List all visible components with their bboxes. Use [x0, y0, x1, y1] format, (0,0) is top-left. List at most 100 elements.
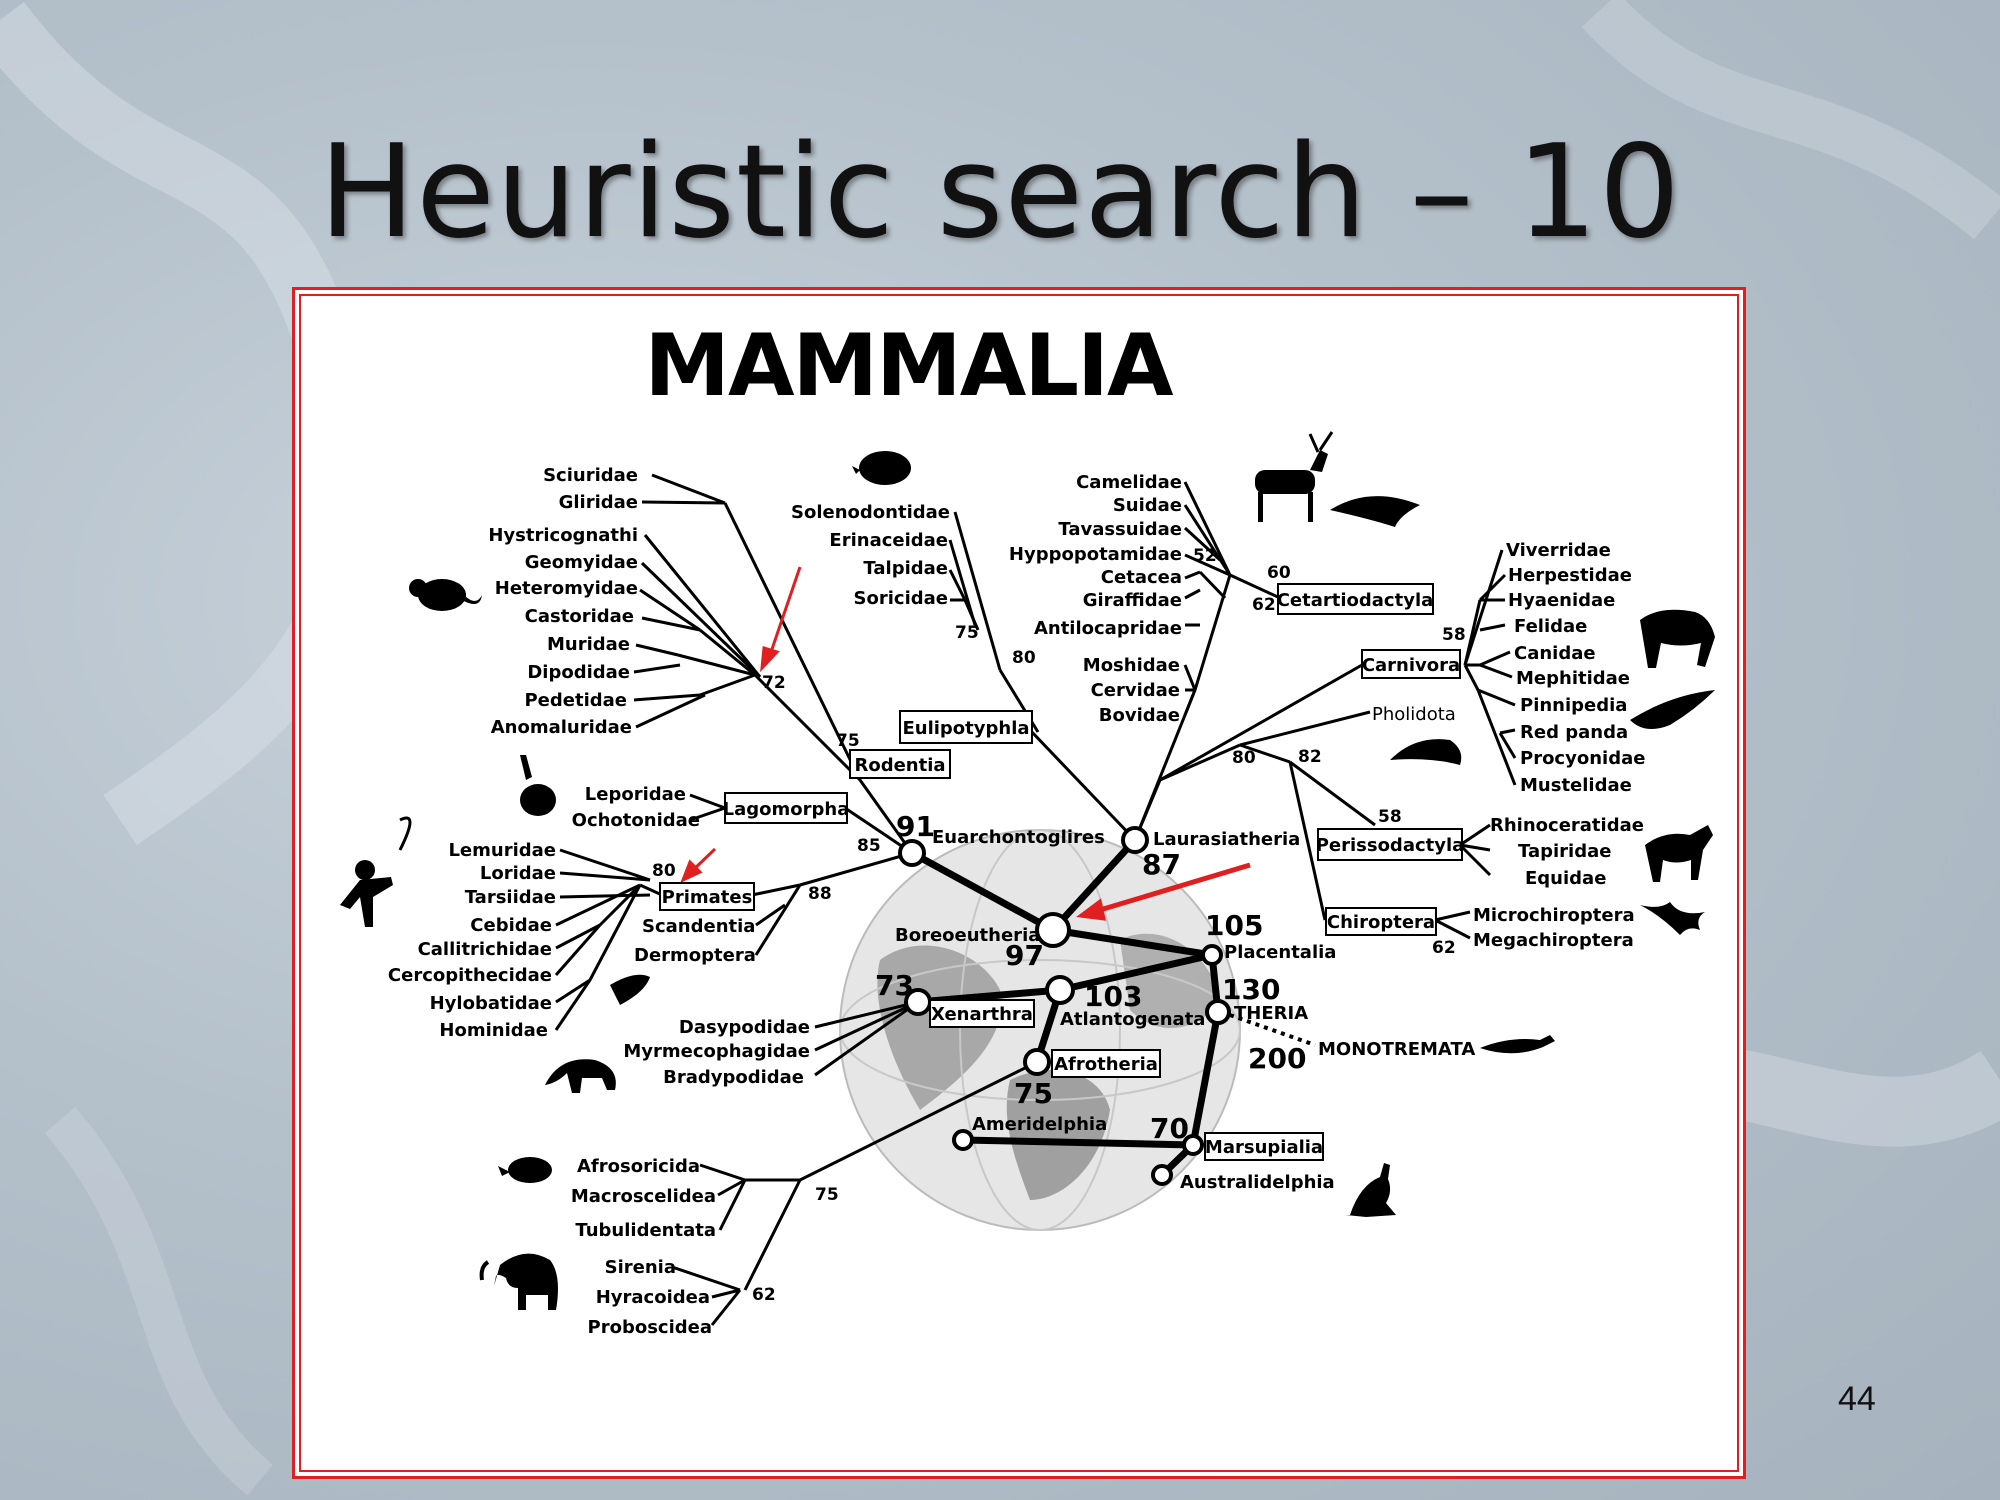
figure-title: MAMMALIA — [644, 316, 1174, 416]
globe — [839, 829, 1241, 1231]
afrotheria-taxa: Afrosoricida Macroscelidea Tubulidentata… — [571, 1156, 716, 1338]
clade-chiroptera: Chiroptera — [1327, 912, 1435, 933]
primates-taxa: Lemuridae Loridae Tarsiidae Cebidae Call… — [388, 840, 556, 1041]
clade-perissodactyla: Perissodactyla — [1316, 835, 1465, 856]
taxon-label: Muridae — [547, 634, 630, 655]
support-value: 62 — [1252, 595, 1276, 615]
rabbit-silhouette — [520, 755, 556, 816]
taxon-label: Herpestidae — [1508, 565, 1632, 586]
squirrel-silhouette — [409, 579, 482, 611]
cat-silhouette — [1640, 609, 1715, 668]
seal-silhouette — [1630, 690, 1715, 729]
tree-nodes — [898, 826, 1231, 1186]
platypus-silhouette — [1480, 1035, 1555, 1054]
support-value: 82 — [1298, 747, 1322, 767]
taxon-label: Pinnipedia — [1520, 695, 1627, 716]
eulipotyphla-taxa: Solenodontidae Erinaceidae Talpidae Sori… — [791, 502, 950, 609]
taxon-label: Giraffidae — [1083, 590, 1182, 611]
taxon-label: Rhinoceratidae — [1490, 815, 1644, 836]
node-monotremata: MONOTREMATA — [1318, 1039, 1475, 1060]
taxon-label: Dermoptera — [634, 945, 756, 966]
node-age: 75 — [1014, 1077, 1053, 1110]
taxon-label: Microchiroptera — [1473, 905, 1635, 926]
support-value: 75 — [836, 731, 860, 751]
clade-primates: Primates — [662, 887, 753, 908]
taxon-label: Bradypodidae — [663, 1067, 804, 1088]
node-age: 97 — [1005, 939, 1044, 972]
perissodactyla-taxa: Rhinoceratidae Tapiridae Equidae — [1490, 815, 1644, 889]
taxon-label: Loridae — [480, 863, 556, 884]
lagomorpha-taxa: Leporidae Ochotonidae — [572, 784, 700, 831]
colugo-silhouette — [610, 974, 650, 1005]
clade-box — [1051, 1049, 1161, 1078]
node-atlantogenata: Atlantogenata — [1060, 1009, 1205, 1030]
taxon-label: Pedetidae — [524, 690, 627, 711]
taxon-label: Mephitidae — [1516, 668, 1630, 689]
red-arrows — [680, 566, 1251, 921]
taxon-label: Viverridae — [1506, 540, 1611, 561]
pangolin-silhouette — [1390, 739, 1462, 765]
support-value: 75 — [815, 1185, 839, 1205]
taxon-label: Cetacea — [1101, 567, 1182, 588]
support-value: 60 — [1267, 563, 1291, 583]
taxon-label: Anomaluridae — [491, 717, 632, 738]
taxon-label: Red panda — [1520, 722, 1628, 743]
taxon-label: Talpidae — [863, 558, 948, 579]
taxon-label: Myrmecophagidae — [623, 1041, 810, 1062]
taxon-label: Tapiridae — [1518, 841, 1611, 862]
node-age: 200 — [1248, 1042, 1306, 1075]
clade-box — [929, 999, 1035, 1028]
horse-silhouette — [1645, 825, 1713, 882]
clade-box — [1361, 649, 1461, 679]
support-value: 58 — [1442, 625, 1466, 645]
taxon-label: Castoridae — [525, 606, 634, 627]
support-value: 75 — [955, 623, 979, 643]
taxon-label: Equidae — [1525, 868, 1606, 889]
taxon-label: Hystricognathi — [488, 525, 638, 546]
deer-silhouette — [1255, 431, 1334, 522]
node-age: 73 — [875, 969, 914, 1002]
clade-afrotheria: Afrotheria — [1054, 1054, 1158, 1075]
elephant-silhouette — [479, 1253, 558, 1310]
taxon-label: Canidae — [1514, 643, 1596, 664]
node-euarchontoglires: Euarchontoglires — [932, 827, 1105, 848]
support-value: 88 — [808, 884, 832, 904]
page-number: 44 — [1838, 1380, 1876, 1418]
clade-box — [899, 710, 1033, 744]
support-value: 85 — [857, 836, 881, 856]
hedgehog-silhouette — [852, 451, 911, 485]
taxon-label: Tubulidentata — [575, 1220, 716, 1241]
support-value: 58 — [1378, 807, 1402, 827]
taxon-label: Tavassuidae — [1058, 519, 1182, 540]
clade-box — [659, 882, 755, 911]
taxon-label: Callitrichidae — [418, 939, 552, 960]
support-value: 62 — [752, 1285, 776, 1305]
taxon-label: Ochotonidae — [572, 810, 700, 831]
slide-title: Heuristic search – 10 — [318, 118, 1682, 267]
taxon-label: Hyppopotamidae — [1009, 544, 1182, 565]
taxon-label: Camelidae — [1076, 472, 1182, 493]
taxon-label: Hyaenidae — [1508, 590, 1615, 611]
taxon-label: Scandentia — [642, 916, 755, 937]
carnivora-taxa: Viverridae Herpestidae Hyaenidae Felidae… — [1506, 540, 1645, 796]
taxon-label: Sciuridae — [543, 465, 638, 486]
node-ameridelphia: Ameridelphia — [972, 1114, 1107, 1135]
node-placentalia: Placentalia — [1224, 942, 1336, 963]
chiroptera-taxa: Microchiroptera Megachiroptera — [1473, 905, 1635, 951]
taxon-pholidota: Pholidota — [1372, 704, 1456, 725]
node-theria: THERIA — [1234, 1003, 1308, 1024]
rodentia-taxa: Sciuridae Gliridae Hystricognathi Geomyi… — [488, 465, 638, 738]
clade-carnivora: Carnivora — [1362, 655, 1460, 676]
taxon-label: Afrosoricida — [577, 1156, 700, 1177]
taxon-label: Antilocapridae — [1034, 618, 1182, 639]
clade-box — [1204, 1132, 1324, 1161]
taxon-label: Suidae — [1113, 495, 1182, 516]
monotremata-branch — [1229, 1013, 1316, 1047]
clade-box — [1277, 583, 1434, 615]
taxon-label: Dipodidae — [527, 662, 630, 683]
taxon-label: Heteromyidae — [495, 578, 638, 599]
node-age: 70 — [1150, 1112, 1189, 1145]
support-value: 80 — [652, 861, 676, 881]
monkey-silhouette — [340, 816, 412, 927]
